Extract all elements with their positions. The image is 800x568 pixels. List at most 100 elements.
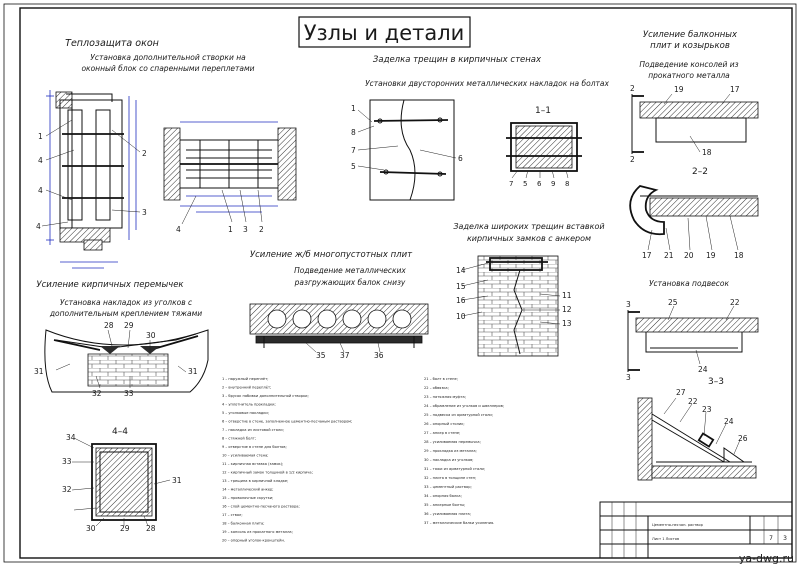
legend-left-item: 11 – кирпичная вставка (замок);	[222, 462, 283, 466]
slabs-section: Усиление ж/б многопустотных плит Подведе…	[249, 250, 429, 360]
legend-right-item: 25 – подвеска из арматурной стали;	[424, 413, 493, 417]
s44-callout-34: 34	[66, 433, 76, 442]
window-callout-4b: 4	[38, 186, 43, 195]
wide-callout-16: 16	[456, 296, 466, 305]
sec11-callout-6: 6	[537, 180, 542, 188]
s33-callout-22: 22	[688, 397, 698, 406]
window-callout-1: 1	[38, 132, 43, 141]
balcony-section: Усиление балконных плит и козырьков Подв…	[626, 30, 759, 481]
lintels-section: Усиление кирпичных перемычек Установка н…	[34, 280, 209, 533]
plan-callout-3: 3	[243, 225, 248, 234]
hollow-core-slab: 35 37 36	[249, 303, 429, 360]
balc-hangers-title: Установка подвесок	[649, 279, 730, 288]
legend-left-item: 16 – слой цементно-песчаного раствора;	[222, 505, 300, 509]
legend-right-item: 34 – опорная балка;	[424, 494, 462, 498]
hang-callout-22: 22	[730, 298, 740, 307]
lintels-sub-1: Установка накладок из уголков с	[60, 298, 193, 307]
legend-left-item: 6 – отверстие в стене, заполненное цемен…	[222, 420, 352, 424]
cracks-callout-5: 5	[351, 162, 356, 171]
balc-callout-18: 18	[702, 148, 712, 157]
legend-left-item: 7 – накладка из листовой стали;	[222, 428, 284, 432]
window-callout-3: 3	[142, 208, 147, 217]
lintel-callout-30: 30	[146, 331, 156, 340]
cracks-elevation: 1 8 7 5 6	[351, 99, 463, 201]
window-subtitle-1: Установка дополнительной створки на	[90, 53, 246, 62]
legend-right-item: 30 – накладка из уголков;	[424, 458, 473, 462]
legend-left-item: 20 – опорный уголок-кронштейн.	[222, 539, 285, 543]
stamp-label-1: Цементно-песчан. раствор	[652, 523, 704, 527]
lintel-section-4-4: 4–4 34 33 32 30 29 28 31	[62, 427, 182, 533]
cracks-subtitle: Установки двусторонних металлических нак…	[365, 79, 609, 88]
legend-right: 21 – болт в стене; 22 – обвязка; 23 – на…	[424, 377, 504, 525]
sec11-callout-7: 7	[509, 180, 513, 188]
cracks-callout-1: 1	[351, 104, 356, 113]
cracks-section-1-1: 1–1 7 5 6 9 8	[506, 106, 582, 188]
balcony-section-3-3: 3–3 27 22 23 24 26	[637, 377, 757, 481]
legend-left-item: 2 – внутренний переплёт;	[222, 386, 271, 390]
cracks-callout-6: 6	[458, 154, 463, 163]
main-title-box	[298, 16, 471, 48]
plan-callout-4: 4	[176, 225, 181, 234]
balc-callout-17: 17	[730, 85, 740, 94]
cracks-section: Заделка трещин в кирпичных стенах Устано…	[351, 55, 609, 201]
window-plan: 4 1 3 2	[163, 121, 297, 234]
sec11-callout-8: 8	[565, 180, 569, 188]
legend-left: 1 – наружный переплёт; 2 – внутренний пе…	[222, 377, 352, 543]
s44-callout-29: 29	[120, 524, 130, 533]
balcony-hangers: Установка подвесок 3 25 22 24 3	[626, 279, 759, 382]
legend-left-item: 9 – отверстие в стене для болтов;	[222, 445, 287, 449]
slabs-sub-2: разгружающих балок снизу	[294, 278, 406, 287]
legend-right-item: 22 – обвязка;	[424, 386, 449, 390]
legend-left-item: 19 – консоль из прокатного металла;	[222, 530, 293, 534]
s44-callout-28: 28	[146, 524, 156, 533]
lintel-callout-32: 32	[92, 389, 102, 398]
wide-callout-15: 15	[456, 282, 466, 291]
balcony-cantilever: 2 19 17 18 2	[630, 84, 759, 164]
balcony-sub-2: прокатного металла	[648, 71, 730, 80]
balc22-callout-18: 18	[734, 251, 744, 260]
balcony-section-2-2: 2–2 17 21 20 19 18	[629, 167, 759, 260]
balcony-title-1: Усиление балконных	[643, 30, 738, 40]
balc-22-label: 2–2	[692, 167, 708, 177]
window-callout-4a: 4	[38, 156, 43, 165]
plan-callout-2: 2	[259, 225, 264, 234]
s33-callout-24: 24	[724, 417, 734, 426]
legend-right-item: 32 – плита в толщине стен;	[424, 476, 476, 480]
lintel-callout-28: 28	[104, 321, 114, 330]
balcony-title-2: плит и козырьков	[650, 41, 730, 51]
slab-callout-36: 36	[374, 351, 384, 360]
cracks-title: Заделка трещин в кирпичных стенах	[373, 55, 542, 65]
wide-cracks-title-1: Заделка широких трещин вставкой	[453, 222, 604, 231]
legend-left-item: 10 – усиливаемая стена;	[222, 454, 269, 458]
legend-right-item: 37 – металлические балки усиления.	[424, 521, 494, 525]
legend-right-item: 23 – натяжная муфта;	[424, 395, 466, 399]
sec11-callout-5: 5	[523, 180, 527, 188]
inner-frame	[19, 7, 793, 559]
lintel-44-label: 4–4	[112, 427, 128, 437]
window-section: Теплозащита окон Установка дополнительно…	[36, 38, 297, 269]
legend-left-item: 14 – металлический анкер;	[222, 488, 274, 492]
window-title: Теплозащита окон	[65, 38, 159, 49]
lintels-sub-2: дополнительным креплением тяжами	[49, 309, 202, 318]
slab-callout-37: 37	[340, 351, 350, 360]
s33-callout-26: 26	[738, 434, 748, 443]
balc22-callout-19: 19	[706, 251, 716, 260]
title-block: Цементно-песчан. раствор Лист 1 Листов 7…	[599, 501, 793, 559]
legend-left-item: 18 – балконная плита;	[222, 522, 264, 526]
legend-left-item: 1 – наружный переплёт;	[222, 377, 268, 381]
balcony-sub-1: Подведение консолей из	[639, 60, 738, 69]
hang-callout-3b: 3	[626, 373, 631, 382]
outer-frame	[3, 3, 797, 563]
window-callout-4c: 4	[36, 222, 41, 231]
hang-callout-24: 24	[698, 365, 708, 374]
window-subtitle-2: оконный блок со спаренными переплетами	[81, 64, 254, 73]
cracks-callout-8: 8	[351, 128, 356, 137]
legend-left-item: 8 – стяжной болт;	[222, 437, 256, 441]
lintel-callout-31a: 31	[34, 367, 44, 376]
s44-callout-33: 33	[62, 457, 72, 466]
legend-right-item: 24 – обрамление из уголков и швеллеров;	[424, 404, 504, 408]
legend-right-item: 28 – усиливаемая перемычка;	[424, 440, 481, 444]
stamp-sheets: 3	[783, 535, 787, 542]
cracks-section-label: 1–1	[535, 106, 551, 116]
lintel-elevation: 28 29 30 31 32 33 31	[34, 321, 209, 398]
